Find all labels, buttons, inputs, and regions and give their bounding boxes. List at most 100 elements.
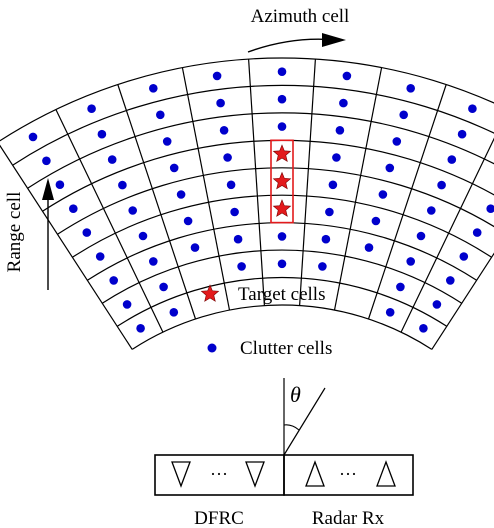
range-arc (116, 277, 448, 327)
clutter-cell-dot (277, 67, 287, 76)
clutter-cell-dot (118, 180, 127, 190)
clutter-cell-dot (277, 94, 287, 104)
clutter-cell-dot (277, 259, 287, 269)
radar-rx-label: Radar Rx (312, 508, 385, 528)
clutter-cell-dot (378, 190, 388, 199)
clutter-cell-dot (335, 126, 345, 135)
clutter-cell-dot (419, 324, 428, 333)
clutter-cell-dot (371, 216, 381, 226)
clutter-cell-dot (416, 231, 426, 241)
clutter-cell-dot (190, 243, 200, 252)
clutter-cell-dot (472, 228, 482, 237)
up-triangle-icon (305, 460, 325, 487)
legend-clutter-dot-icon (207, 343, 217, 353)
clutter-cell-dot (95, 252, 105, 261)
clutter-cell-dot (468, 104, 477, 113)
azimuth-boundary (367, 84, 447, 320)
clutter-cell-dot (138, 231, 148, 241)
range-azimuth-grid (0, 57, 494, 350)
clutter-cell-dot (219, 126, 229, 135)
range-arc (57, 167, 494, 235)
clutter-cell-dot (230, 207, 239, 217)
azimuth-boundary (400, 137, 494, 333)
clutter-cell-dot (318, 262, 327, 271)
clutter-cell-dot (385, 308, 395, 317)
clutter-cell-dot (169, 163, 179, 173)
clutter-cell-dot (82, 228, 92, 237)
azimuth-arrow-head (322, 33, 346, 47)
range-arrow-head (42, 178, 54, 200)
radar-rx-array-box (283, 454, 414, 496)
clutter-cell-dot (109, 276, 118, 285)
clutter-cell-dot (277, 232, 287, 241)
clutter-cell-dot (212, 71, 222, 81)
clutter-cell-dot (392, 137, 402, 146)
down-triangle-icon (245, 461, 265, 488)
radar-rx-ellipsis: ··· (339, 464, 357, 484)
clutter-cell-dot (325, 207, 334, 217)
azimuth-boundary (431, 252, 494, 350)
target-cell-star-icon (272, 144, 292, 162)
clutter-cell-dot (446, 276, 455, 285)
clutter-cell-dot (107, 155, 117, 164)
azimuth-boundary (0, 144, 133, 350)
dfrc-ellipsis: ··· (210, 464, 228, 484)
clutter-cell-dot (162, 137, 172, 146)
azimuth-boundary (55, 109, 164, 333)
range-arc (12, 84, 494, 166)
clutter-cell-dot (364, 243, 374, 252)
azimuth-boundary (117, 84, 197, 320)
clutter-cell-dot (149, 257, 158, 266)
theta-angle-arc (283, 424, 300, 431)
target-cell-star-icon (272, 199, 292, 217)
clutter-cell-dot (332, 153, 341, 162)
clutter-cell-dot (128, 206, 137, 215)
clutter-cell-dot (169, 308, 179, 317)
clutter-cell-dot (339, 98, 348, 108)
clutter-cell-dot (406, 84, 416, 93)
clutter-cell-dot (432, 300, 442, 309)
clutter-cell-dot (385, 163, 395, 173)
antenna-array: θ ··· ··· DFRC Radar Rx (154, 378, 414, 528)
range-arc (27, 112, 494, 189)
azimuth-boundary (333, 67, 383, 311)
target-cells-box (270, 139, 294, 224)
clutter-cell-dot (55, 180, 65, 189)
range-cell-label: Range cell (4, 192, 25, 273)
range-arc (101, 249, 463, 304)
clutter-cell-dot (226, 180, 236, 190)
clutter-cell-dot (486, 204, 494, 213)
clutter-cell-dot (237, 262, 246, 271)
theta-label: θ (290, 382, 301, 407)
clutter-cell-dot (277, 122, 287, 131)
legend-target-star-icon (200, 284, 220, 302)
clutter-cell-dot (69, 204, 78, 213)
legend: Target cells Clutter cells (200, 284, 332, 359)
azimuth-boundary (181, 67, 231, 311)
clutter-cell-dot (233, 234, 243, 244)
range-arc (87, 222, 477, 281)
clutter-cell-dot (406, 257, 416, 266)
up-triangle-icon (376, 460, 396, 487)
legend-target-label: Target cells (238, 284, 325, 305)
clutter-cell-dot (183, 216, 193, 226)
clutter-cell-dot (459, 252, 469, 261)
clutter-cell-dot (427, 206, 436, 215)
cell-markers (28, 67, 494, 333)
clutter-cell-dot (28, 132, 38, 142)
clutter-cell-dot (159, 282, 168, 292)
clutter-cell-dot (321, 234, 331, 244)
clutter-cell-dot (437, 180, 446, 190)
range-arc (72, 194, 492, 258)
clutter-cell-dot (457, 129, 467, 139)
clutter-cell-dot (216, 98, 225, 108)
clutter-cell-dot (447, 155, 457, 164)
range-arc (42, 139, 494, 212)
clutter-cell-dot (342, 71, 352, 81)
target-cell-star-icon (272, 171, 292, 190)
azimuth-boundary (248, 59, 265, 306)
down-triangle-icon (171, 461, 191, 488)
steering-direction-line (283, 387, 326, 456)
range-arc (0, 57, 494, 142)
